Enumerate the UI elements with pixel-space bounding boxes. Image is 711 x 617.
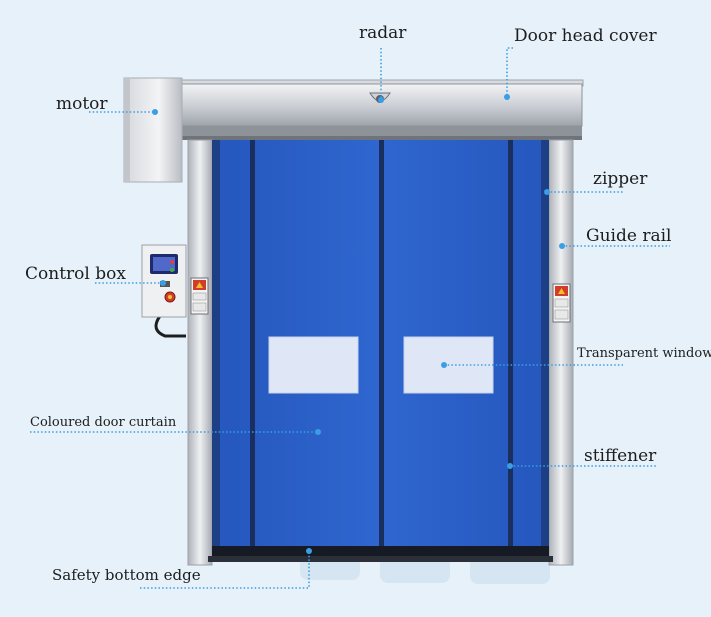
radar-label: radar — [359, 23, 407, 43]
transparent-window-left — [268, 336, 359, 394]
right-guide-rail — [548, 139, 574, 566]
control-box-label: Control box — [25, 264, 126, 284]
stiffener-label: stiffener — [584, 446, 657, 466]
stiffener-center — [379, 140, 384, 550]
left-guide-rail — [187, 139, 213, 566]
warning-sign-left — [190, 277, 209, 315]
safety-bottom-edge — [212, 546, 549, 556]
coloured-door-curtain-label: Coloured door curtain — [30, 415, 177, 430]
control-box — [141, 244, 187, 338]
zipper-label: zipper — [593, 169, 648, 189]
warning-sign-right — [552, 283, 571, 323]
transparent-window-label: Transparent window — [577, 346, 711, 361]
right-zipper — [541, 140, 549, 550]
stiffener-right — [508, 140, 513, 550]
safety-bottom-edge-label: Safety bottom edge — [52, 566, 201, 584]
door-head-cover-label: Door head cover — [514, 26, 657, 46]
stiffener-left — [250, 140, 255, 550]
door-head-cover — [179, 83, 583, 127]
leader-dots — [152, 94, 565, 554]
motor — [123, 77, 183, 183]
guide-rail-label: Guide rail — [586, 226, 672, 246]
leader-lines — [30, 47, 670, 589]
left-zipper — [212, 140, 220, 550]
motor-label: motor — [56, 94, 108, 114]
